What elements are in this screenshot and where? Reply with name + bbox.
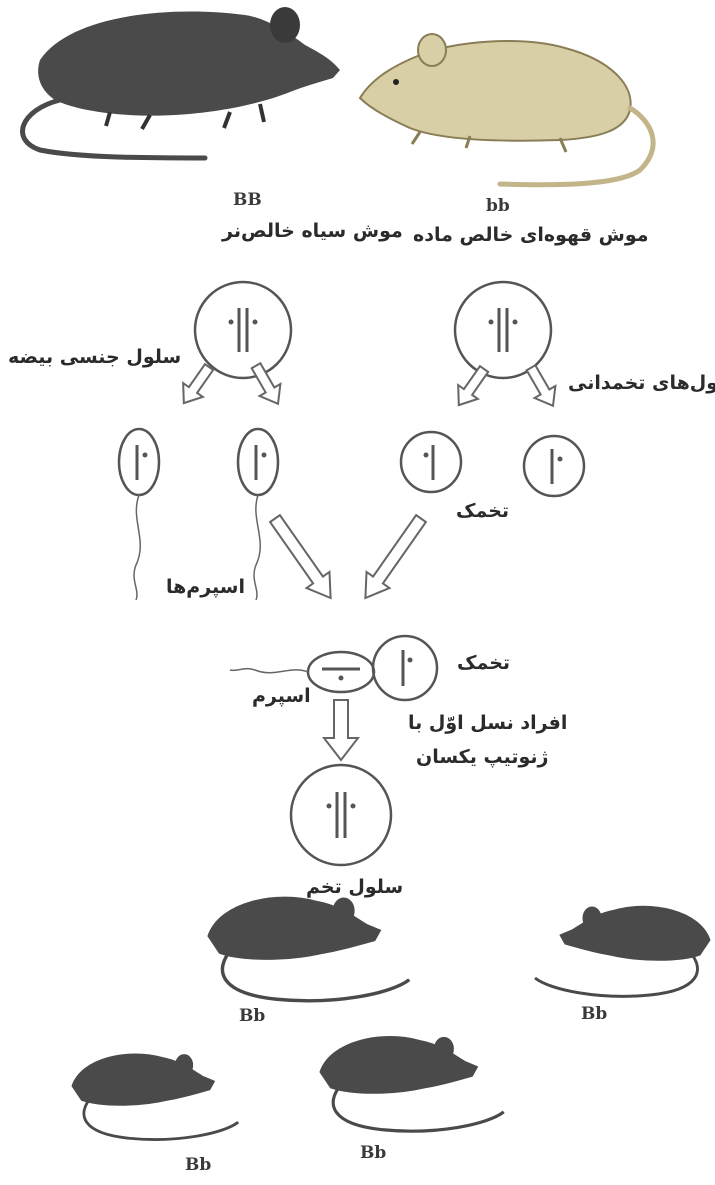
zygote-label: سلول تخم: [306, 876, 404, 898]
fertilization-egg: [371, 634, 439, 702]
offspring-mouse-4: [318, 1034, 506, 1133]
male-germ-cell-label: سلول جنسی بیضه: [8, 346, 182, 368]
sperms-label: اسپرم‌ها: [166, 576, 246, 598]
brown-mouse-parent: [358, 33, 656, 188]
sperm-cell-2: [236, 427, 280, 601]
offspring-genotype-2: Bb: [581, 1004, 608, 1024]
female-parent-label: موش قهوه‌ای خالص ماده: [413, 224, 649, 246]
f1-label-line1: افراد نسل اوّل با: [408, 712, 568, 734]
male-parent-cell: [193, 280, 293, 380]
black-mouse-parent: [20, 7, 340, 161]
female-genotype: bb: [486, 196, 510, 216]
male-parent-label: موش سیاه خالص‌نر: [222, 220, 403, 242]
offspring-genotype-4: Bb: [360, 1143, 387, 1163]
offspring-mouse-1: [206, 895, 411, 1003]
female-parent-cell: [453, 280, 553, 380]
offspring-genotype-3: Bb: [185, 1155, 212, 1175]
zygote-cell: [289, 763, 393, 867]
male-genotype: BB: [233, 190, 262, 210]
egg-cell-1: [399, 430, 463, 494]
zygote-arrow: [321, 699, 361, 762]
meiosis-arrows: [182, 361, 557, 408]
egg-label-fertilization: تخمک: [457, 652, 511, 674]
offspring-mouse-2: [533, 904, 712, 998]
sperm-cell-1: [117, 427, 161, 601]
fertilization-arrows: [268, 513, 428, 600]
f1-label-line2: ژنوتیپ یکسان: [416, 746, 549, 768]
offspring-mouse-3: [70, 1052, 240, 1141]
offspring-genotype-1: Bb: [239, 1006, 266, 1026]
sperm-label-fertilization: اسپرم: [252, 685, 311, 707]
egg-cell-2: [522, 434, 586, 498]
ovary-cells-label: سلول‌های تخمدانی: [568, 372, 715, 394]
egg-label-top: تخمک: [456, 500, 510, 522]
